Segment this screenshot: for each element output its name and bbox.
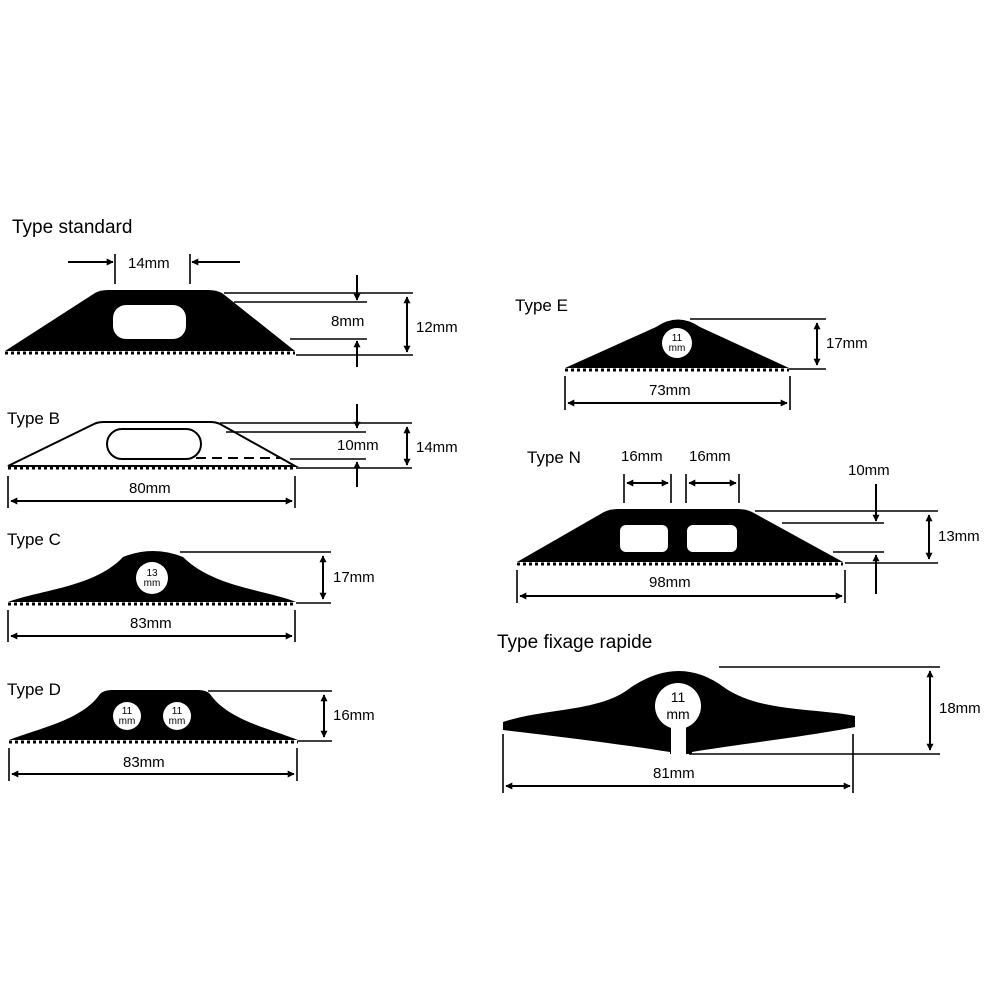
profile-e-hole-number: 11 (672, 333, 683, 344)
profile-e-hole (662, 328, 692, 358)
profile-fixage-slot (671, 722, 686, 756)
profile-e: Type E 11 mm 17mm 73mm (515, 296, 868, 410)
profile-standard: Type standard 14mm 8mm 12mm (5, 217, 458, 367)
profile-e-hole-unit: mm (669, 343, 686, 354)
profile-n-channel-1 (620, 525, 668, 552)
profile-standard-channel (113, 305, 186, 339)
profile-d-title: Type D (7, 680, 61, 699)
profile-n-channel-1-width: 16mm (621, 448, 663, 465)
profile-b-channel (106, 428, 202, 460)
profile-e-total-height: 17mm (826, 335, 868, 352)
profile-n-total-width: 98mm (649, 574, 691, 591)
profile-d: Type D 11 mm 11 mm 16mm 83mm (7, 680, 375, 781)
profile-d-hole-1-number: 11 (122, 706, 133, 717)
profile-n-channel-2 (687, 525, 737, 552)
profile-fixage-title: Type fixage rapide (497, 632, 652, 653)
profile-n: Type N 16mm 16mm 10mm 13mm 98mm (516, 448, 980, 603)
profile-e-total-width: 73mm (649, 382, 691, 399)
profile-c-hole (136, 562, 168, 594)
profile-fixage-hole-unit: mm (666, 706, 689, 722)
profile-d-hole-1-unit: mm (119, 716, 136, 727)
profile-standard-channel-width: 14mm (128, 255, 170, 272)
profile-n-title: Type N (527, 448, 581, 467)
profile-fixage-hole-number: 11 (671, 689, 686, 705)
profile-c-title: Type C (7, 530, 61, 549)
profile-d-shape (9, 690, 298, 740)
profile-d-hole-2-unit: mm (169, 716, 186, 727)
profile-n-total-height: 13mm (938, 528, 980, 545)
profile-standard-total-height: 12mm (416, 319, 458, 336)
profile-b-channel-height: 10mm (337, 437, 379, 454)
profile-fixage-total-width: 81mm (653, 765, 695, 782)
profile-b-total-height: 14mm (416, 439, 458, 456)
profile-standard-title: Type standard (12, 217, 132, 238)
profile-c-total-height: 17mm (333, 569, 375, 586)
profile-b: Type B 10mm 14mm 80mm (7, 404, 458, 508)
profile-fixage: Type fixage rapide 11 mm 18mm 81mm (497, 632, 981, 793)
profile-d-total-width: 83mm (123, 754, 165, 771)
profile-c-hole-number: 13 (146, 568, 158, 579)
profile-fixage-total-height: 18mm (939, 700, 981, 717)
profile-d-total-height: 16mm (333, 707, 375, 724)
profile-d-hole-1 (113, 702, 141, 730)
profile-e-title: Type E (515, 296, 568, 315)
profile-c-hole-unit: mm (144, 578, 161, 589)
profile-d-hole-2 (163, 702, 191, 730)
profile-n-channel-height: 10mm (848, 462, 890, 479)
profile-standard-channel-height: 8mm (331, 313, 364, 330)
profile-b-total-width: 80mm (129, 480, 171, 497)
profile-n-shape (517, 509, 843, 562)
profile-n-channel-2-width: 16mm (689, 448, 731, 465)
profile-d-hole-2-number: 11 (172, 706, 183, 717)
profile-c-total-width: 83mm (130, 615, 172, 632)
profile-b-title: Type B (7, 409, 60, 428)
profile-fixage-hole (655, 683, 701, 729)
profile-c: Type C 13 mm 17mm 83mm (7, 530, 375, 642)
